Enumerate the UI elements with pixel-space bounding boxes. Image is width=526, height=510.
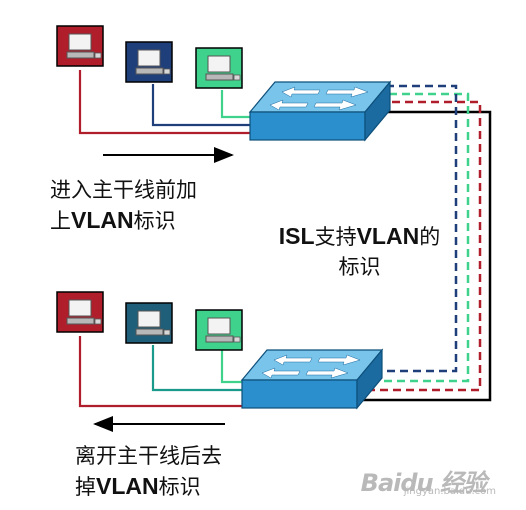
isl-support-line2: 标识	[338, 255, 381, 279]
cable-bottom-teal	[151, 345, 242, 392]
pc-green-icon	[195, 309, 243, 351]
trunk-dashed-navy	[360, 84, 458, 373]
isl-trunk	[348, 84, 492, 402]
switch-icon	[249, 81, 391, 141]
enter-trunk-line2: 上VLAN标识	[50, 207, 176, 233]
trunk-dashed-red	[352, 100, 482, 392]
cable-top-navy	[151, 84, 250, 127]
trunk-dashed-green	[356, 92, 470, 383]
trunk-solid-black	[348, 110, 492, 402]
cable-top-red	[78, 70, 250, 135]
isl-support-line1: ISL支持VLAN的	[278, 223, 441, 249]
isl-support-label: ISL支持VLAN的 标识	[272, 221, 447, 282]
top-cables	[78, 70, 250, 135]
leave-trunk-line2: 掉VLAN标识	[75, 473, 201, 499]
watermark-url: jingyan.baidu.com	[403, 486, 496, 497]
pc-green-icon	[195, 47, 243, 89]
switch-icon	[241, 349, 383, 409]
pc-navy-icon	[125, 302, 173, 344]
pc-red-icon	[56, 25, 104, 67]
cable-bottom-green	[220, 350, 242, 384]
enter-trunk-line1: 进入主干线前加	[50, 178, 197, 202]
cable-bottom-red	[78, 336, 242, 408]
pc-navy-icon	[125, 41, 173, 83]
cable-top-green	[220, 90, 250, 119]
bottom-cables	[78, 336, 242, 408]
pc-red-icon	[56, 291, 104, 333]
leave-trunk-label: 离开主干线后去 掉VLAN标识	[75, 441, 222, 502]
leave-trunk-line1: 离开主干线后去	[75, 444, 222, 468]
watermark-brand: Baidu 经验	[360, 469, 487, 497]
enter-trunk-label: 进入主干线前加 上VLAN标识	[50, 175, 197, 236]
